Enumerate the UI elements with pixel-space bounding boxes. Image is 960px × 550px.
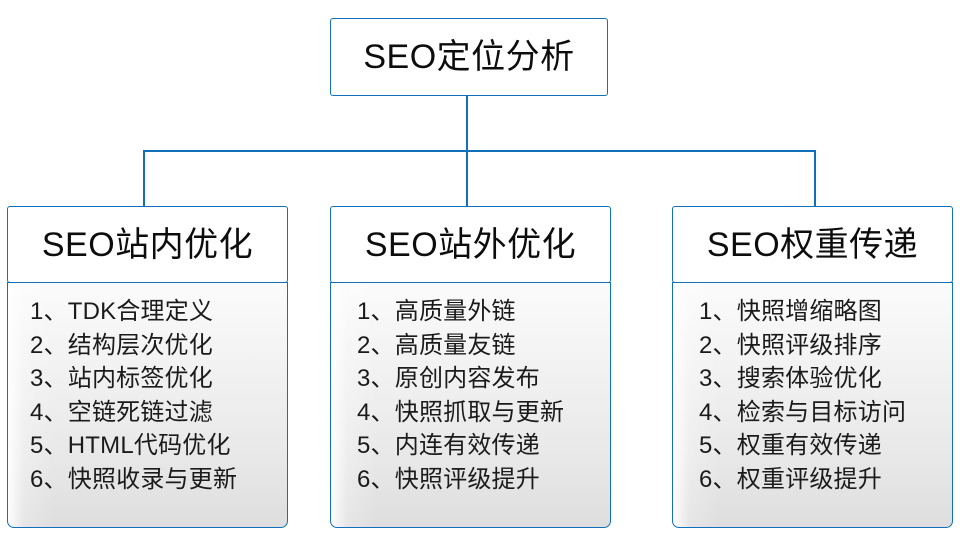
list-item: 1、快照增缩略图 xyxy=(699,298,882,325)
branch-3-item-list: 1、快照增缩略图 2、快照评级排序 3、搜索体验优化 4、检索与目标访问 5、权… xyxy=(673,295,952,496)
branch-header-1[interactable]: SEO站内优化 xyxy=(7,206,288,283)
list-item: 5、HTML代码优化 xyxy=(30,432,231,459)
connector-drop-branch-1 xyxy=(143,150,145,207)
branch-header-2-label: SEO站外优化 xyxy=(364,225,577,264)
branch-column-3: SEO权重传递 1、快照增缩略图 2、快照评级排序 3、搜索体验优化 4、检索与… xyxy=(672,206,953,528)
root-node-seo-positioning-analysis[interactable]: SEO定位分析 xyxy=(330,18,608,96)
list-item: 5、内连有效传递 xyxy=(357,432,540,459)
branch-body-2: 1、高质量外链 2、高质量友链 3、原创内容发布 4、快照抓取与更新 5、内连有… xyxy=(330,282,611,528)
branch-column-1: SEO站内优化 1、TDK合理定义 2、结构层次优化 3、站内标签优化 4、空链… xyxy=(7,206,288,528)
list-item: 2、快照评级排序 xyxy=(699,331,882,359)
branch-body-3: 1、快照增缩略图 2、快照评级排序 3、搜索体验优化 4、检索与目标访问 5、权… xyxy=(672,282,953,528)
list-item: 4、快照抓取与更新 xyxy=(357,398,565,426)
list-item: 3、原创内容发布 xyxy=(357,365,540,392)
branch-body-1: 1、TDK合理定义 2、结构层次优化 3、站内标签优化 4、空链死链过滤 5、H… xyxy=(7,282,288,528)
list-item: 6、快照收录与更新 xyxy=(30,465,238,493)
connector-drop-branch-3 xyxy=(814,150,816,207)
branch-column-2: SEO站外优化 1、高质量外链 2、高质量友链 3、原创内容发布 4、快照抓取与… xyxy=(330,206,611,528)
branch-1-item-list: 1、TDK合理定义 2、结构层次优化 3、站内标签优化 4、空链死链过滤 5、H… xyxy=(8,295,287,496)
branch-2-item-list: 1、高质量外链 2、高质量友链 3、原创内容发布 4、快照抓取与更新 5、内连有… xyxy=(331,295,610,496)
list-item: 2、结构层次优化 xyxy=(30,331,213,359)
list-item: 6、权重评级提升 xyxy=(699,465,882,493)
connector-horizontal-bar xyxy=(143,150,815,152)
branch-header-3-label: SEO权重传递 xyxy=(706,225,919,264)
list-item: 6、快照评级提升 xyxy=(357,465,540,493)
root-node-label: SEO定位分析 xyxy=(363,38,575,76)
list-item: 4、检索与目标访问 xyxy=(699,398,907,426)
list-item: 3、搜索体验优化 xyxy=(699,365,882,392)
list-item: 4、空链死链过滤 xyxy=(30,398,213,426)
branch-header-2[interactable]: SEO站外优化 xyxy=(330,206,611,283)
list-item: 3、站内标签优化 xyxy=(30,365,213,392)
branch-header-1-label: SEO站内优化 xyxy=(41,225,254,264)
connector-drop-branch-2 xyxy=(466,150,468,207)
list-item: 5、权重有效传递 xyxy=(699,432,882,459)
branch-header-3[interactable]: SEO权重传递 xyxy=(672,206,953,283)
list-item: 1、TDK合理定义 xyxy=(30,298,214,325)
connector-trunk-vertical xyxy=(466,96,468,151)
list-item: 2、高质量友链 xyxy=(357,331,516,359)
list-item: 1、高质量外链 xyxy=(357,298,516,325)
